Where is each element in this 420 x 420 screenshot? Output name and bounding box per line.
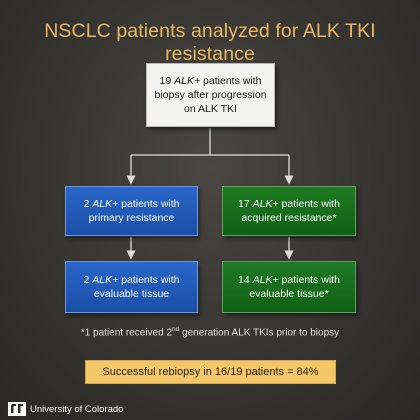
- university-logo-icon: [8, 402, 26, 416]
- box-evaluable-tissue-primary: 2 ALK+ patients with evaluable tissue: [65, 261, 198, 313]
- box-primary-resistance-line2: primary resistance: [88, 212, 175, 224]
- box-evaluable-tissue-primary-line1: 2 ALK+ patients with: [83, 274, 180, 286]
- box-evaluable-tissue-acquired-line1: 14 ALK+ patients with: [238, 274, 340, 286]
- box-evaluable-tissue-acquired-line2: evaluable tissue*: [249, 288, 329, 300]
- footnote: *1 patient received 2nd generation ALK T…: [80, 326, 340, 339]
- university-logo-text: University of Colorado: [30, 403, 124, 415]
- top-box-line1: 19 ALK+ patients with: [159, 75, 262, 87]
- box-acquired-resistance: 17 ALK+ patients with acquired resistanc…: [222, 186, 356, 236]
- top-box-line3: on ALK TKI: [184, 103, 237, 115]
- box-evaluable-tissue-primary-line2: evaluable tissue: [93, 288, 170, 300]
- box-primary-resistance: 2 ALK+ patients with primary resistance: [65, 186, 198, 236]
- slide-title: NSCLC patients analyzed for ALK TKI resi…: [44, 20, 376, 65]
- top-box-line2: biopsy after progression: [154, 89, 267, 101]
- result-banner: Successful rebiopsy in 16/19 patients = …: [85, 360, 336, 384]
- top-box-19-patients: 19 ALK+ patients with biopsy after progr…: [146, 63, 275, 127]
- box-acquired-resistance-line1: 17 ALK+ patients with: [238, 198, 340, 210]
- university-logo: University of Colorado: [8, 402, 123, 416]
- box-primary-resistance-line1: 2 ALK+ patients with: [83, 198, 180, 210]
- box-acquired-resistance-line2: acquired resistance*: [241, 212, 337, 224]
- box-evaluable-tissue-acquired: 14 ALK+ patients with evaluable tissue*: [222, 261, 356, 313]
